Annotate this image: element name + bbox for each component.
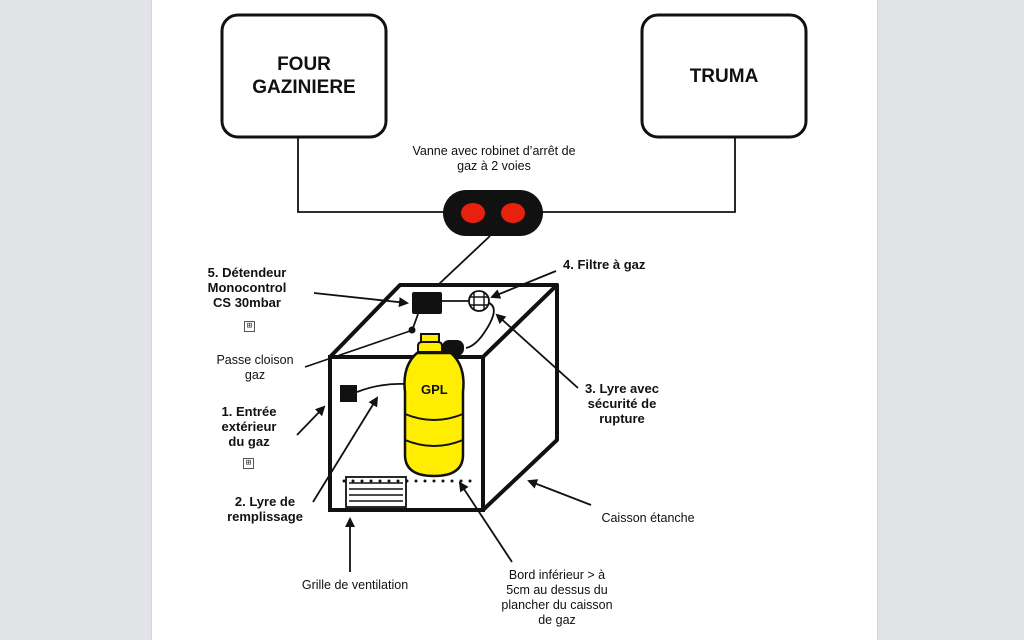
dotted-marker — [423, 479, 427, 483]
valve-label: Vanne avec robinet d’arrêt de gaz à 2 vo… — [412, 144, 576, 173]
passthrough-dot — [408, 326, 416, 334]
vent-grille-label: Grille de ventilation — [301, 578, 409, 592]
arrow-bottom-edge — [458, 481, 513, 563]
cylinder-label: GPL — [421, 382, 448, 397]
dotted-marker — [351, 479, 355, 483]
lyre-safety-pipe — [465, 302, 495, 349]
arrow-fill-lyre — [312, 396, 379, 503]
dotted-marker — [387, 479, 391, 483]
dotted-marker — [450, 479, 454, 483]
valve-light-right — [501, 203, 525, 223]
sealed-box-label: Caisson étanche — [601, 511, 695, 525]
oven-box — [220, 13, 388, 139]
arrow-sealed-box — [527, 479, 592, 506]
pipe-truma — [540, 137, 736, 213]
valve-body — [443, 190, 543, 236]
gas-cylinder — [403, 351, 465, 478]
regulator-block — [412, 292, 442, 314]
dotted-marker — [405, 479, 409, 483]
regulator-label: 5. Détendeur Monocontrol CS 30mbar — [207, 265, 287, 310]
pipe-oven — [297, 137, 446, 213]
bottom-edge-dotted-line — [342, 479, 472, 483]
dotted-marker — [342, 479, 346, 483]
lyre-safety-label: 3. Lyre avec sécurité de rupture — [585, 381, 659, 426]
dotted-marker — [396, 479, 400, 483]
dotted-marker — [414, 479, 418, 483]
truma-box — [640, 13, 808, 139]
dotted-marker — [441, 479, 445, 483]
arrow-regulator — [313, 292, 409, 308]
bottom-edge-label: Bord inférieur > à 5cm au dessus du plan… — [501, 568, 613, 627]
ventilation-grille — [345, 476, 407, 508]
arrow-filter — [490, 270, 557, 299]
filter-symbol — [468, 290, 490, 312]
fill-pipe — [356, 383, 406, 393]
fill-lyre-label: 2. Lyre de remplissage — [227, 494, 303, 524]
regulator-expand-icon[interactable]: ⊞ — [244, 321, 255, 332]
dotted-marker — [468, 479, 472, 483]
oven-box-label: FOUR GAZINIERE — [252, 54, 356, 98]
inlet-label: 1. Entrée extérieur du gaz — [221, 404, 277, 449]
valve-light-left — [461, 203, 485, 223]
arrow-lyre-safety — [495, 313, 579, 389]
cylinder-valve — [417, 341, 443, 353]
page-edge-right — [877, 0, 878, 640]
filter-label: 4. Filtre à gaz — [563, 257, 646, 272]
inlet-expand-icon[interactable]: ⊞ — [243, 458, 254, 469]
dotted-marker — [378, 479, 382, 483]
arrow-inlet — [296, 405, 326, 436]
line-passthrough — [304, 330, 411, 368]
dotted-marker — [360, 479, 364, 483]
passthrough-label: Passe cloison gaz — [216, 353, 294, 382]
dotted-marker — [459, 479, 463, 483]
dotted-marker — [432, 479, 436, 483]
page-edge-left — [151, 0, 152, 640]
truma-box-label: TRUMA — [689, 65, 759, 87]
inlet-block — [340, 385, 357, 402]
dotted-marker — [369, 479, 373, 483]
